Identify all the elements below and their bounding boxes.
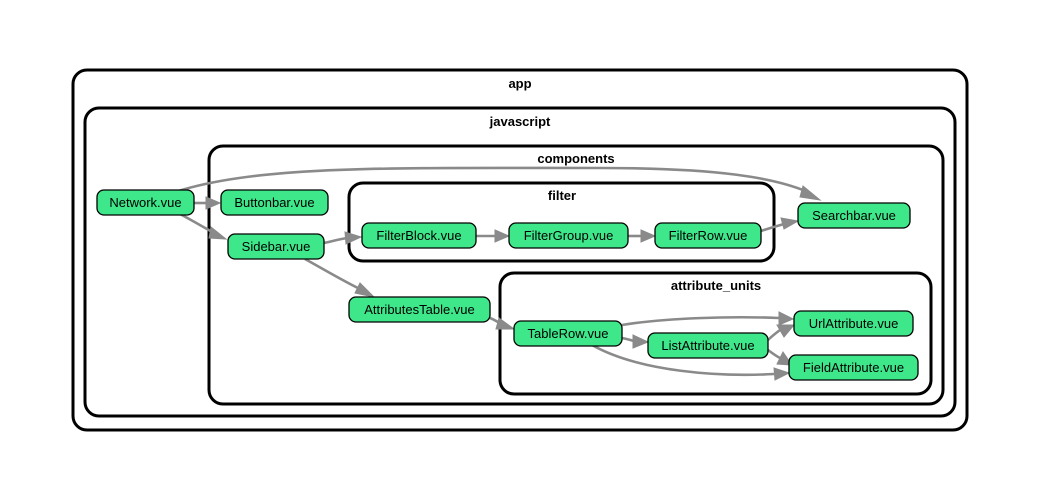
- edge-filterblock-filtergroup: [476, 229, 511, 243]
- node-attributestable-label: AttributesTable.vue: [364, 302, 475, 317]
- node-sidebar-label: Sidebar.vue: [242, 239, 311, 254]
- edge-sidebar-attributestable: [304, 257, 376, 298]
- node-filterrow[interactable]: FilterRow.vue: [654, 222, 762, 249]
- cluster-app-label: app: [508, 76, 531, 91]
- node-filterrow-label: FilterRow.vue: [669, 228, 748, 243]
- edge-filtergroup-filterrow: [628, 229, 657, 243]
- node-tablerow-label: TableRow.vue: [528, 326, 609, 341]
- node-filterblock-label: FilterBlock.vue: [376, 228, 461, 243]
- node-fieldattribute[interactable]: FieldAttribute.vue: [788, 354, 919, 381]
- edges: [174, 166, 822, 381]
- node-tablerow[interactable]: TableRow.vue: [513, 320, 623, 347]
- node-filtergroup-label: FilterGroup.vue: [524, 228, 614, 243]
- edge-listattribute-urlattribute: [767, 324, 796, 341]
- edge-attributestable-tablerow: [489, 316, 516, 330]
- node-searchbar-label: Searchbar.vue: [812, 208, 896, 223]
- edge-network-sidebar: [179, 212, 228, 240]
- node-urlattribute[interactable]: UrlAttribute.vue: [793, 310, 914, 337]
- edge-tablerow-listattribute: [621, 334, 650, 349]
- node-attributestable[interactable]: AttributesTable.vue: [348, 296, 491, 323]
- edge-tablerow-urlattribute: [621, 311, 795, 327]
- node-listattribute-label: ListAttribute.vue: [661, 338, 754, 353]
- edge-network-searchbar: [174, 166, 822, 201]
- node-buttonbar-label: Buttonbar.vue: [234, 195, 314, 210]
- node-filtergroup[interactable]: FilterGroup.vue: [508, 222, 629, 249]
- node-network-label: Network.vue: [109, 195, 181, 210]
- node-network[interactable]: Network.vue: [96, 189, 195, 216]
- cluster-components-label: components: [537, 151, 614, 166]
- node-urlattribute-label: UrlAttribute.vue: [809, 316, 899, 331]
- node-sidebar[interactable]: Sidebar.vue: [227, 233, 325, 260]
- cluster-attribute-units-label: attribute_units: [671, 278, 761, 293]
- edge-tablerow-fieldattribute: [591, 343, 791, 381]
- node-buttonbar[interactable]: Buttonbar.vue: [220, 189, 329, 216]
- cluster-filter: filter: [347, 181, 776, 263]
- node-fieldattribute-label: FieldAttribute.vue: [803, 360, 904, 375]
- node-searchbar[interactable]: Searchbar.vue: [797, 202, 911, 229]
- edge-sidebar-filterblock: [323, 231, 363, 245]
- edge-filterrow-searchbar: [760, 217, 800, 233]
- node-filterblock[interactable]: FilterBlock.vue: [361, 222, 477, 249]
- cluster-javascript-label: javascript: [489, 114, 551, 129]
- cluster-filter-label: filter: [548, 188, 576, 203]
- node-listattribute[interactable]: ListAttribute.vue: [647, 332, 769, 359]
- edge-listattribute-fieldattribute: [767, 348, 794, 366]
